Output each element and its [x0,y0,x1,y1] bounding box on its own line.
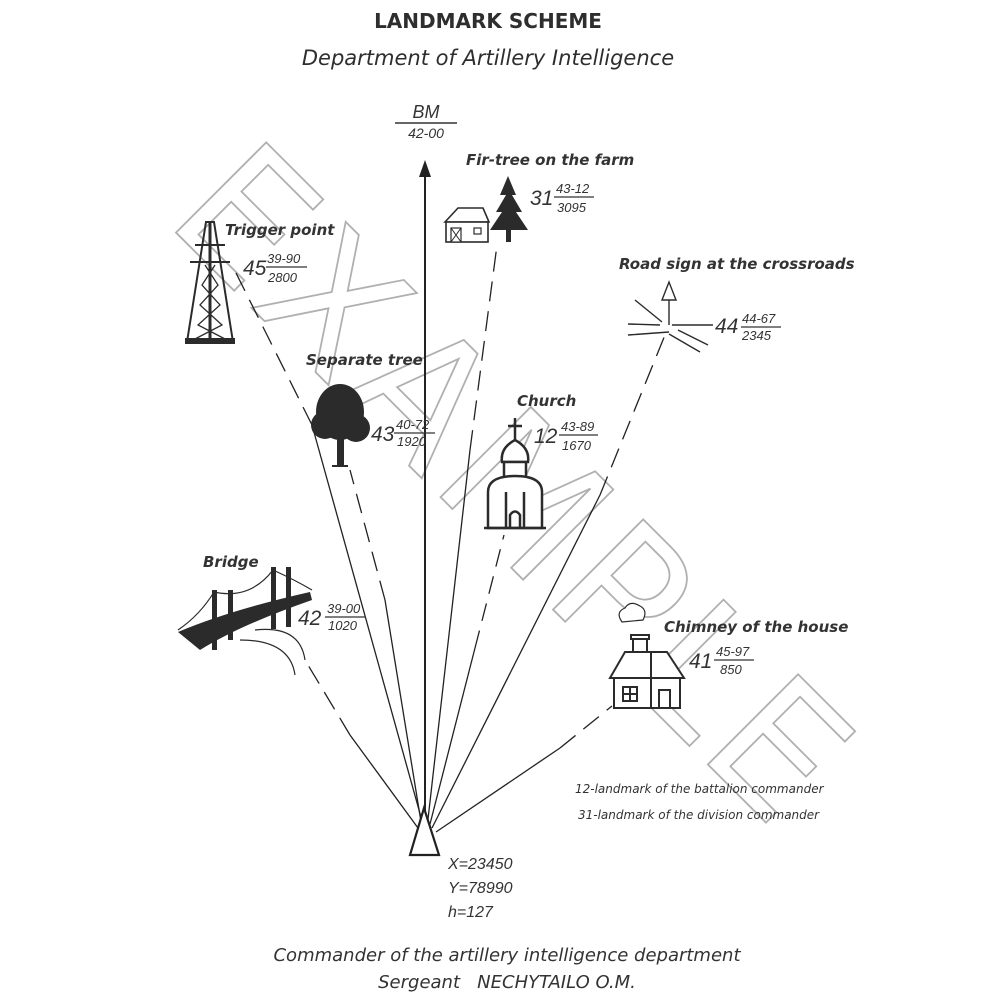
landmark-number: 45 [243,257,267,280]
landmark-angle: 39-90 [267,251,301,266]
landmark-chimney[interactable]: Chimney of the house 41 45-97 850 [608,602,848,709]
landmark-name: Church [517,392,576,410]
landmark-number: 42 [298,607,322,630]
bridge-icon [177,567,313,676]
landmark-number: 31 [530,187,553,210]
ray-chimney-dashed [559,705,613,749]
ray-church [428,647,476,829]
page-subtitle: Department of Artillery Intelligence [302,46,674,70]
ray-bridge [349,734,419,829]
fir-tree-farm-icon [443,176,528,243]
legend-item-battalion: 12-landmark of the battalion commander [575,782,825,796]
observation-post-icon [408,804,441,857]
landmark-name: Chimney of the house [664,618,848,636]
landmark-name: Bridge [203,553,259,571]
op-y: Y=78990 [448,880,513,897]
landmark-distance: 2345 [741,328,772,343]
landmark-separate-tree[interactable]: Separate tree 43 40-72 1920 [306,351,435,467]
landmark-angle: 45-97 [716,644,750,659]
landmark-number: 43 [371,423,395,446]
landmark-distance: 2800 [267,270,298,285]
landmark-distance: 1020 [328,618,358,633]
ray-chimney [435,747,561,833]
landmark-angle: 39-00 [327,601,361,616]
op-x: X=23450 [447,856,513,873]
ray-fir-tree-dashed [469,244,498,451]
landmark-number: 44 [715,315,738,338]
landmark-angle: 43-12 [556,181,590,196]
landmark-name: Separate tree [306,351,423,369]
landmark-angle: 40-72 [396,417,430,432]
ray-bridge-dashed [304,659,351,736]
ray-trigger-point [311,424,425,829]
landmark-distance: 3095 [557,200,587,215]
house-chimney-icon [608,602,686,709]
landmark-angle: 44-67 [742,311,776,326]
landmark-angle: 43-89 [561,419,594,434]
church-icon [484,418,546,530]
ray-separate-tree [384,599,423,829]
landmark-bridge[interactable]: Bridge 42 39-00 1020 [177,553,366,676]
footer-line-1: Commander of the artillery intelligence … [273,945,741,966]
base-direction-value: 42-00 [408,125,444,141]
rays [231,244,666,833]
ray-separate-tree-dashed [349,469,386,601]
landmark-name: Fir-tree on the farm [466,151,634,169]
landmark-number: 12 [534,425,558,448]
landmark-trigger-point[interactable]: Trigger point 45 39-90 2800 [185,221,335,344]
landmark-name: Trigger point [225,221,335,239]
road-sign-icon [627,280,713,353]
base-direction-label: BM [413,102,440,122]
ray-road-sign [431,494,601,829]
arrow-head-icon [419,160,431,177]
landmark-road-sign[interactable]: Road sign at the crossroads 44 44-67 234… [619,255,855,353]
landmark-name: Road sign at the crossroads [619,255,855,273]
tree-icon [311,384,370,467]
base-direction: BM 42-00 [395,102,457,828]
landmark-church[interactable]: Church 12 43-89 1670 [484,392,598,530]
ray-fir-tree [426,449,471,829]
landmark-fir-tree[interactable]: Fir-tree on the farm 31 43-12 3095 [443,151,634,243]
power-tower-icon [185,221,235,344]
legend-item-division: 31-landmark of the division commander [578,808,820,822]
op-h: h=127 [448,904,494,921]
footer-line-2: Sergeant NECHYTAILO O.M. [378,972,636,993]
landmark-distance: 850 [720,662,742,677]
page-title: LANDMARK SCHEME [374,9,602,33]
landmark-distance: 1920 [397,434,427,449]
landmark-distance: 1670 [562,438,592,453]
ray-church-dashed [474,534,505,649]
landmark-number: 41 [689,650,712,673]
